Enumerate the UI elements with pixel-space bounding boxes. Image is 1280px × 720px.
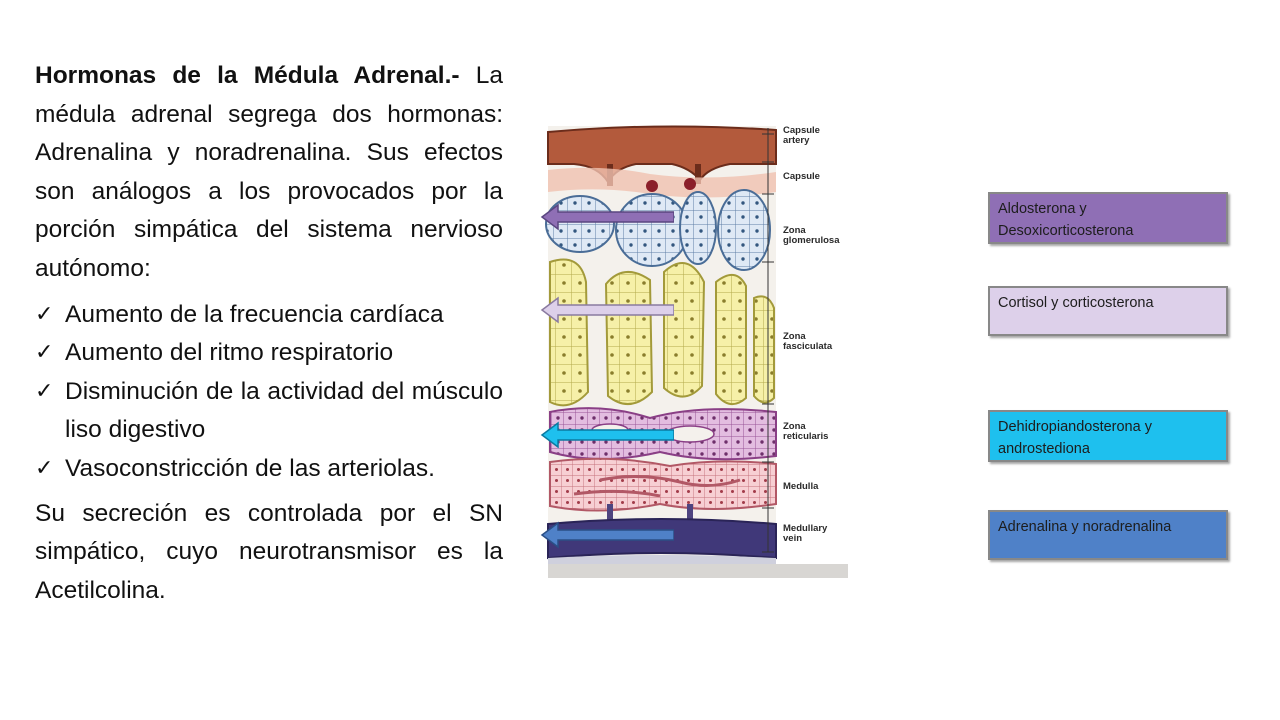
hormone-box-fasciculata: Cortisol y corticosterona	[988, 286, 1228, 336]
hormone-box-reticularis: Dehidropiandosterona y androstediona	[988, 410, 1228, 462]
adrenal-cortex-figure: Capsule artery Capsule Zona glomerulosa …	[540, 112, 1240, 582]
hormone-box-glomerulosa: Aldosterona y Desoxicorticosterona	[988, 192, 1228, 244]
check-icon: ✓	[35, 340, 54, 366]
arrow-left-icon	[540, 296, 674, 324]
zone-label-medulla: Medulla	[783, 481, 819, 492]
list-item: ✓ Vasoconstricción de las arteriolas.	[35, 450, 503, 489]
list-item-text: Disminución de la actividad del músculo …	[65, 377, 503, 444]
closing-paragraph: Su secreción es controlada por el SN sim…	[35, 499, 503, 604]
arrow-left-icon	[540, 203, 674, 231]
section-title: Hormonas de la Médula Adrenal.-	[35, 62, 460, 89]
arrow-left-icon	[540, 521, 674, 549]
zone-label-capsule-artery: Capsule artery	[783, 125, 820, 146]
adrenal-tissue-illustration	[545, 125, 850, 578]
zone-label-glomerulosa: Zona glomerulosa	[783, 225, 840, 246]
intro-text: La médula adrenal segrega dos hormonas: …	[35, 62, 503, 282]
zone-label-fasciculata: Zona fasciculata	[783, 331, 833, 352]
check-icon: ✓	[35, 378, 54, 404]
check-icon: ✓	[35, 301, 54, 327]
intro-paragraph: Hormonas de la Médula Adrenal.- La médul…	[35, 57, 503, 289]
arrow-left-icon	[540, 421, 674, 449]
list-item-text: Aumento de la frecuencia cardíaca	[65, 300, 444, 328]
list-item: ✓ Disminución de la actividad del músculo…	[35, 373, 503, 450]
effects-list: ✓ Aumento de la frecuencia cardíaca ✓ Aume…	[35, 296, 503, 489]
list-item-text: Aumento del ritmo respiratorio	[65, 339, 394, 367]
hormone-box-medulla: Adrenalina y noradrenalina	[988, 510, 1228, 560]
check-icon: ✓	[35, 455, 54, 481]
list-item-text: Vasoconstricción de las arteriolas.	[65, 454, 435, 482]
zone-label-reticularis: Zona reticularis	[783, 421, 829, 442]
text-column: Hormonas de la Médula Adrenal.- La médul…	[35, 57, 503, 610]
zone-label-medullary-vein: Medullary vein	[783, 523, 828, 544]
list-item: ✓ Aumento de la frecuencia cardíaca	[35, 296, 503, 335]
zone-label-capsule: Capsule	[783, 171, 820, 182]
list-item: ✓ Aumento del ritmo respiratorio	[35, 334, 503, 373]
